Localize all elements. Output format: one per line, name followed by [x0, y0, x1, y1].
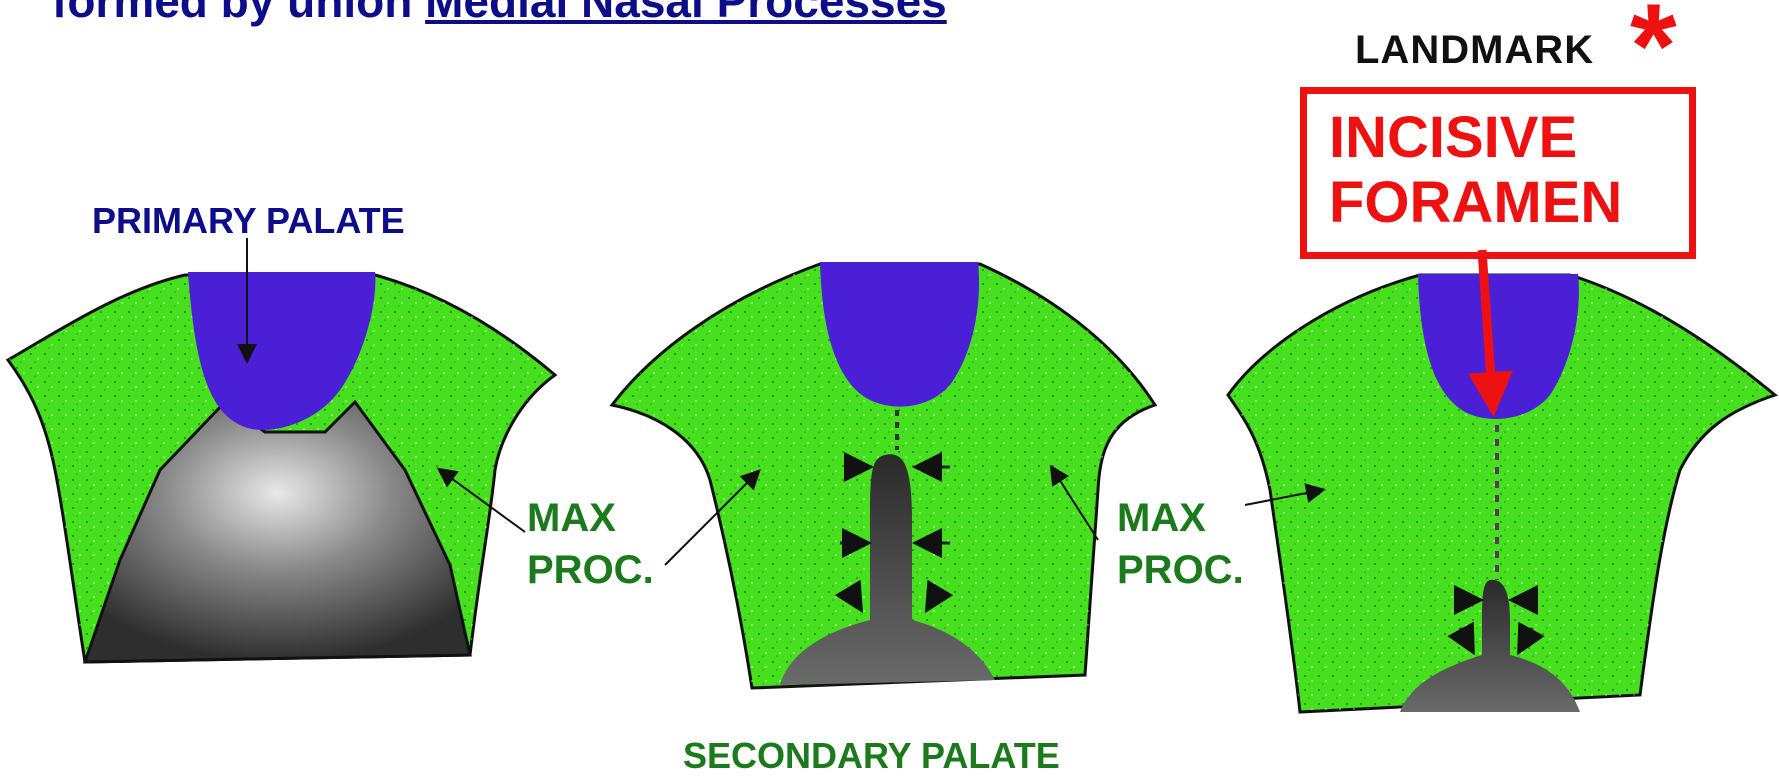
max-proc-label-right: MAX PROC.	[1117, 492, 1244, 596]
max-proc-right-line-2: PROC.	[1117, 544, 1244, 596]
panel-secondary-palate	[612, 262, 1155, 688]
max-proc-left-line-2: PROC.	[527, 544, 654, 596]
max-proc-right-line-1: MAX	[1117, 492, 1244, 544]
primary-palate-label: PRIMARY PALATE	[92, 198, 405, 245]
secondary-palate-label: SECONDARY PALATE	[683, 733, 1060, 780]
panel-fused-palate	[1228, 250, 1775, 712]
max-proc-left-line-1: MAX	[527, 492, 654, 544]
max-proc-label-left: MAX PROC.	[527, 492, 654, 596]
panel-primary-palate	[8, 238, 555, 662]
